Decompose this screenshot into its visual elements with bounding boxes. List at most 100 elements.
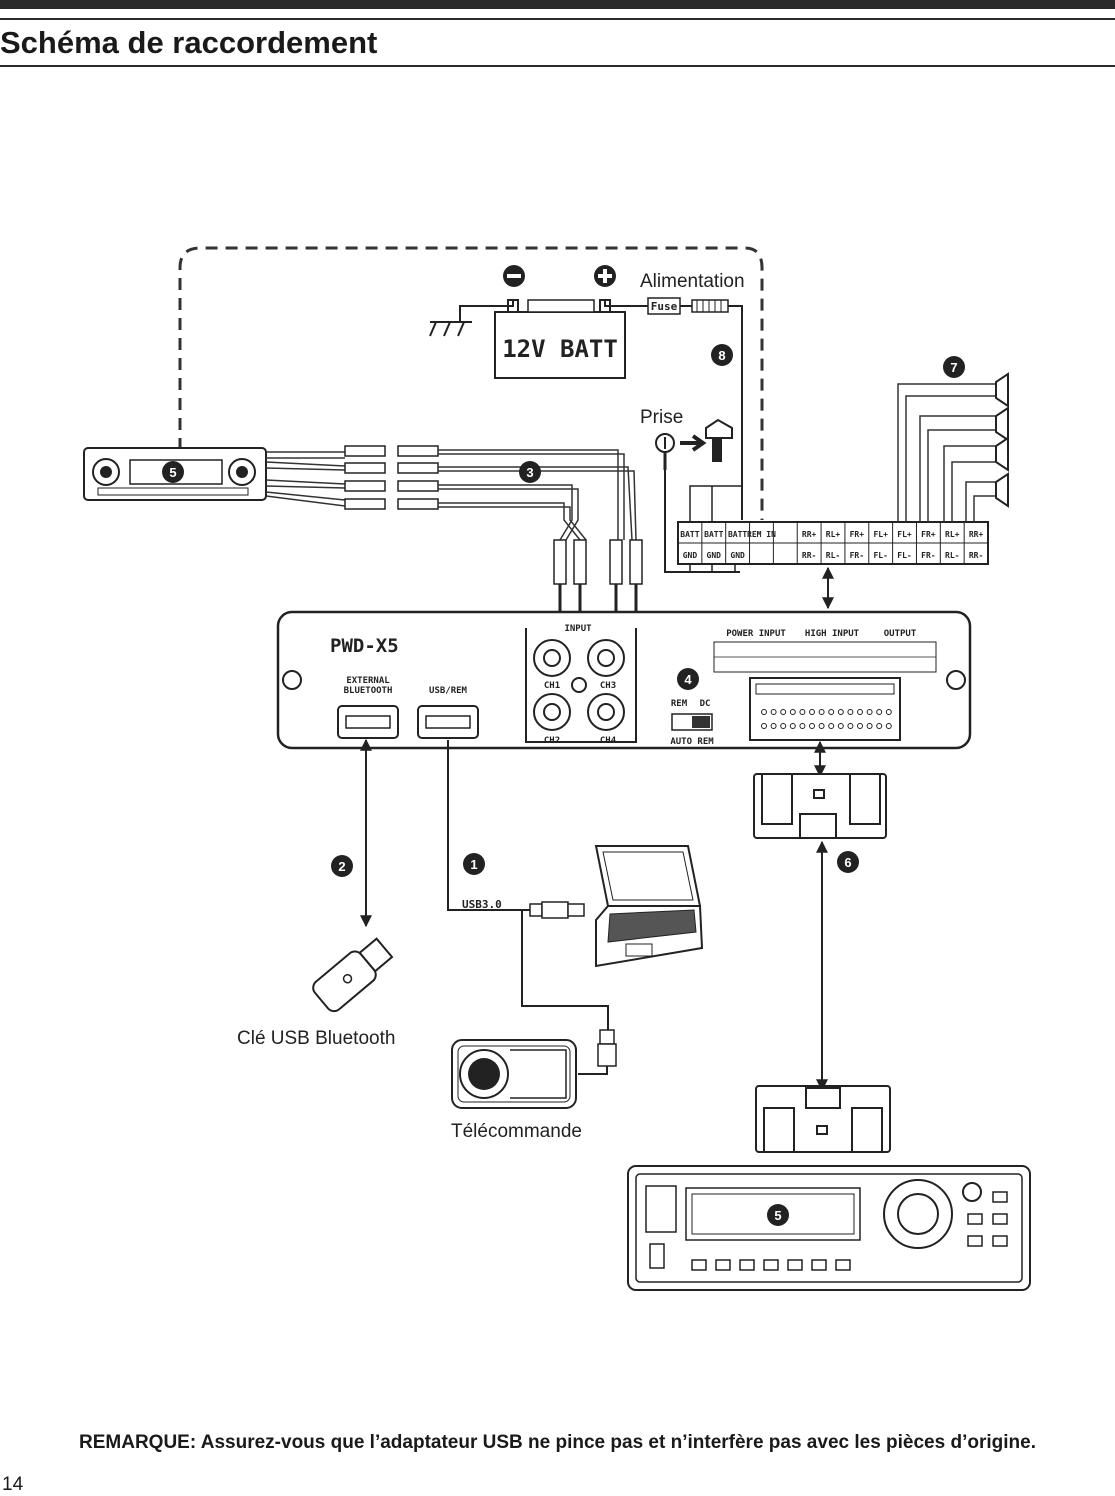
socket-pin	[876, 709, 883, 715]
socket-pin	[828, 723, 835, 729]
terminal-label: FR-	[921, 551, 935, 560]
remote-dashed-wire	[178, 246, 764, 520]
svg-text:BLUETOOTH: BLUETOOTH	[344, 686, 393, 696]
socket-pin	[780, 709, 787, 715]
svg-text:AUTO REM: AUTO REM	[670, 737, 714, 747]
terminal-label: FL+	[873, 530, 888, 539]
remote-control-icon	[451, 1039, 577, 1109]
svg-text:INPUT: INPUT	[564, 624, 592, 634]
amp-model-label: PWD-X5	[330, 635, 399, 657]
telecommande-label: Télécommande	[451, 1121, 582, 1142]
alimentation-label: Alimentation	[640, 271, 745, 292]
terminal-label: FR+	[850, 530, 865, 539]
ring-terminal-icon	[655, 433, 675, 470]
rca-cables	[265, 451, 346, 507]
speaker-icons	[995, 372, 1009, 508]
head-unit-small: 5	[83, 447, 267, 501]
harness-plug-top	[753, 773, 887, 839]
laptop-icon	[594, 845, 704, 968]
callout-number: 2	[338, 859, 345, 874]
top-rule	[0, 0, 1115, 9]
svg-text:OUTPUT: OUTPUT	[884, 629, 917, 639]
callout-number: 8	[718, 348, 725, 363]
terminal-label: RL+	[826, 530, 841, 539]
usb-plug-icon	[529, 901, 585, 919]
socket-pin	[770, 723, 777, 729]
socket-pin	[818, 709, 825, 715]
socket-pin	[799, 709, 806, 715]
socket-pin	[847, 723, 854, 729]
socket-pin	[780, 723, 787, 729]
svg-text:HIGH INPUT: HIGH INPUT	[805, 629, 860, 639]
socket-pin	[799, 723, 806, 729]
header-rule	[0, 18, 1115, 20]
amplifier-pwd-x5: PWD-X5 EXTERNAL BLUETOOTH USB/REM INPUT …	[276, 610, 972, 750]
socket-pin	[857, 709, 863, 715]
ground-wire	[459, 300, 514, 322]
terminal-label: RR+	[802, 530, 817, 539]
socket-pin	[789, 723, 796, 729]
callout-number: 4	[684, 672, 692, 687]
terminal-label: BATT	[680, 530, 699, 539]
svg-text:POWER INPUT: POWER INPUT	[726, 629, 786, 639]
terminal-label: RR-	[802, 551, 816, 560]
terminal-label: RR-	[969, 551, 983, 560]
socket-pin	[770, 709, 777, 715]
ground-terminal-wire	[664, 470, 740, 573]
battery: 12V BATT	[494, 265, 626, 379]
terminal-label: FL-	[873, 551, 887, 560]
speaker-wires	[897, 383, 996, 522]
title-underline	[0, 65, 1115, 67]
svg-text:CH1: CH1	[544, 681, 560, 691]
page-title: Schéma de raccordement	[0, 25, 378, 60]
svg-text:CH2: CH2	[544, 736, 560, 746]
terminal-label: FR+	[921, 530, 936, 539]
socket-pin	[837, 723, 844, 729]
svg-text:Fuse: Fuse	[651, 300, 678, 313]
usb-plug-vertical-icon	[597, 1029, 617, 1067]
screw-icon	[946, 670, 966, 690]
socket-pin	[809, 709, 815, 715]
svg-text:USB/REM: USB/REM	[429, 686, 468, 696]
bolt-icon	[705, 418, 733, 462]
terminal-label: FR-	[850, 551, 864, 560]
bluetooth-dongle-icon	[312, 937, 394, 1013]
terminal-label: RR+	[969, 530, 984, 539]
rca-plugs-vertical	[553, 539, 643, 585]
socket-pin	[789, 709, 796, 715]
socket-pin	[761, 709, 767, 715]
callout-number: 6	[844, 855, 851, 870]
footer-note: REMARQUE: Assurez-vous que l’adaptateur …	[79, 1432, 1036, 1453]
rca-jacks	[533, 639, 625, 731]
arrow-icon	[680, 434, 707, 452]
terminal-label: REM IN	[747, 530, 776, 539]
svg-text:REM: REM	[671, 699, 688, 709]
svg-text:USB3.0: USB3.0	[462, 898, 502, 911]
battery-label: 12V BATT	[502, 335, 618, 363]
socket-pin	[818, 723, 825, 729]
callout-number: 1	[470, 857, 477, 872]
power-wire	[728, 305, 743, 520]
terminal-label: FL-	[897, 551, 911, 560]
prise-label: Prise	[640, 407, 683, 428]
callout-number: 7	[950, 360, 957, 375]
terminal-label: BATT	[728, 530, 747, 539]
ground-icon	[429, 321, 472, 337]
socket-pin	[857, 723, 863, 729]
cle-usb-label: Clé USB Bluetooth	[237, 1028, 395, 1049]
terminal-label: GND	[707, 551, 722, 560]
terminal-label: RL-	[826, 551, 840, 560]
socket-pin	[876, 723, 883, 729]
socket-pin	[866, 709, 873, 715]
socket-pin	[866, 723, 873, 729]
callout-number: 5	[169, 465, 176, 480]
socket-pin	[885, 723, 892, 729]
socket-pin	[837, 709, 844, 715]
callout-number: 3	[526, 465, 533, 480]
socket-pin	[885, 709, 892, 715]
usb-cable	[447, 740, 530, 911]
terminal-label: GND	[683, 551, 698, 560]
socket-pin	[761, 723, 767, 729]
terminal-label: GND	[730, 551, 745, 560]
